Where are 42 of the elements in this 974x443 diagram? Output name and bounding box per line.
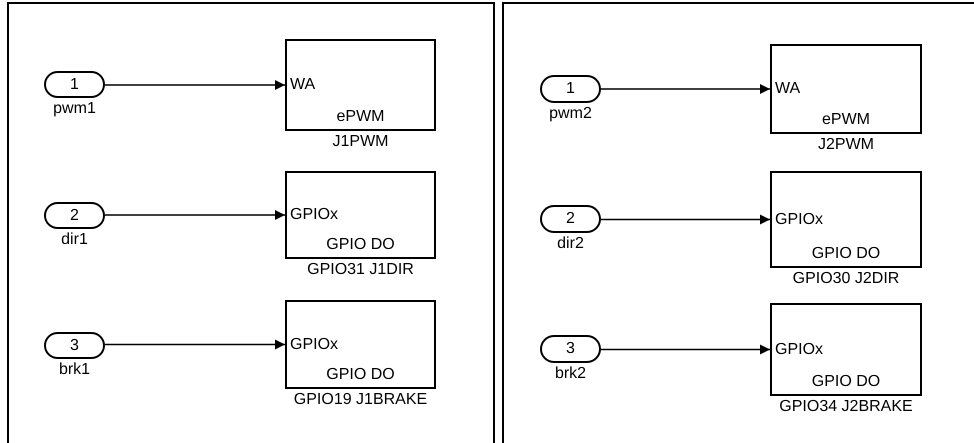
arrow	[105, 210, 285, 220]
block-label: GPIO DO	[326, 366, 395, 384]
block-name: pwm2	[549, 105, 592, 123]
block-label: GPIO DO	[812, 373, 880, 391]
block-name: J2PWM	[818, 136, 874, 154]
port-label: GPIOx	[290, 206, 338, 224]
output-block	[285, 300, 436, 389]
output-block	[285, 39, 436, 131]
arrow	[601, 84, 770, 94]
block-label: GPIO DO	[812, 245, 880, 263]
port-label: WA	[775, 80, 800, 98]
arrow	[601, 214, 770, 224]
block-name: dir1	[61, 231, 88, 249]
port-label: WA	[290, 76, 316, 94]
block-name: J1PWM	[332, 133, 388, 151]
block-name: GPIO19 J1BRAKE	[294, 391, 428, 409]
inport-block: 2	[540, 205, 601, 233]
block-name: dir2	[557, 235, 584, 253]
arrow	[601, 344, 770, 354]
block-name: GPIO30 J2DIR	[792, 270, 900, 288]
inport-block: 3	[540, 335, 601, 363]
arrow	[105, 340, 285, 350]
inport-block: 2	[44, 202, 105, 229]
block-name: pwm1	[53, 100, 96, 118]
block-name: brk2	[554, 365, 586, 383]
block-label: GPIO DO	[326, 236, 395, 254]
block-name: brk1	[58, 361, 90, 379]
output-block	[285, 171, 436, 259]
block-label: ePWM	[336, 108, 384, 126]
output-block	[770, 44, 922, 134]
inport-block: 1	[540, 75, 601, 103]
output-block	[770, 171, 922, 268]
block-name: GPIO34 J2BRAKE	[779, 398, 913, 416]
inport-block: 3	[44, 332, 105, 359]
port-label: GPIOx	[290, 336, 338, 354]
port-label: GPIOx	[775, 340, 824, 358]
port-label: GPIOx	[775, 210, 824, 228]
block-label: ePWM	[822, 111, 870, 129]
inport-block: 1	[44, 71, 105, 98]
arrow	[105, 80, 285, 90]
block-name: GPIO31 J1DIR	[307, 261, 414, 279]
output-block	[770, 303, 922, 396]
